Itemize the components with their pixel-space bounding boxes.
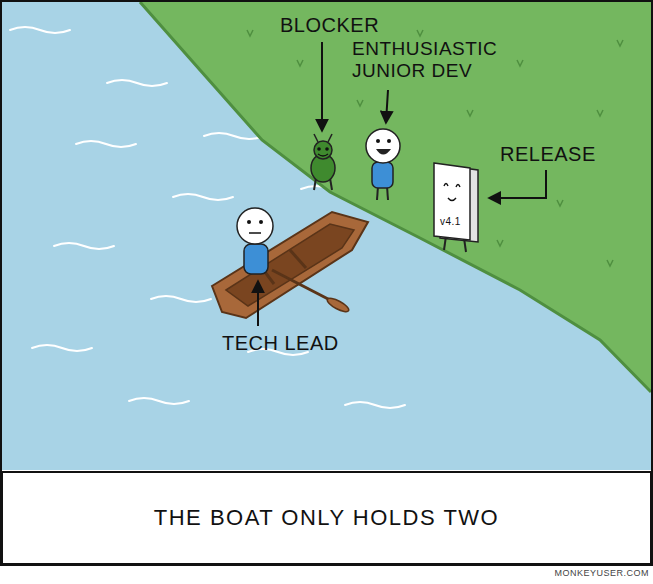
grass-tuft: [517, 60, 523, 66]
version-text: v4.1: [440, 216, 461, 228]
leader-arrow: [490, 170, 546, 198]
tech-lead-figure: [237, 208, 273, 274]
grass-tuft: [607, 260, 613, 266]
oar: [272, 270, 350, 314]
figure-label: TECH LEAD: [222, 332, 339, 355]
boat: [212, 212, 368, 318]
wave-stroke: [151, 296, 211, 302]
wave-stroke: [10, 27, 70, 33]
river: [2, 2, 651, 470]
figure-label: ENTHUSIASTIC JUNIOR DEV: [352, 38, 520, 82]
grass-tuft: [247, 30, 253, 36]
watermark: MONKEYUSER.COM: [554, 568, 649, 578]
leader-arrows: [258, 42, 546, 326]
grass-tuft: [597, 110, 603, 116]
grass-tuft: [497, 240, 503, 246]
wave-stroke: [345, 402, 405, 408]
grass-tuft: [557, 200, 563, 206]
wave-stroke: [173, 194, 233, 200]
caption-box: [2, 472, 651, 564]
grass-bank: [140, 2, 651, 392]
release-document: [434, 163, 478, 252]
wave-stroke: [54, 243, 114, 249]
shore-line: [140, 2, 651, 392]
wave-stroke: [32, 345, 92, 351]
figure-label: RELEASE: [500, 143, 596, 166]
grass-tuft: [617, 40, 623, 46]
wave-stroke: [107, 80, 167, 86]
panel-border: [1, 1, 652, 565]
caption-text: THE BOAT ONLY HOLDS TWO: [154, 505, 499, 530]
leader-arrow: [321, 42, 323, 130]
leader-arrow: [386, 90, 388, 122]
leader-arrow: [257, 282, 259, 326]
blocker-bug: [311, 134, 335, 190]
wave-stroke: [76, 141, 136, 147]
grass-tuft: [297, 60, 303, 66]
grass-tuft: [417, 30, 423, 36]
grass-tuft: [357, 100, 363, 106]
figure-label: BLOCKER: [280, 14, 379, 37]
wave-stroke: [129, 398, 189, 404]
grass-tuft: [467, 110, 473, 116]
junior-dev-figure: [366, 129, 400, 200]
